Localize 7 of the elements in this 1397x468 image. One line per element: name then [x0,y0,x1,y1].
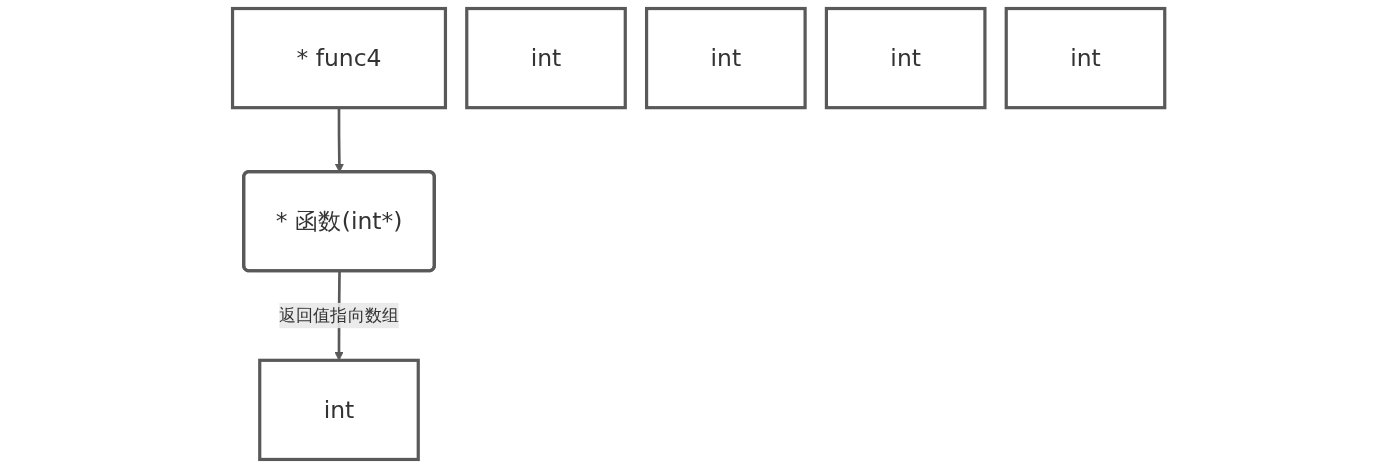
node-box: int [644,6,807,110]
node-box: int [824,6,987,110]
node-box: * func4 [230,6,447,110]
node-box: int [1004,6,1167,110]
node-box: int [258,358,420,462]
node-box: int [465,6,627,110]
edge-label: 返回值指向数组 [279,304,399,326]
